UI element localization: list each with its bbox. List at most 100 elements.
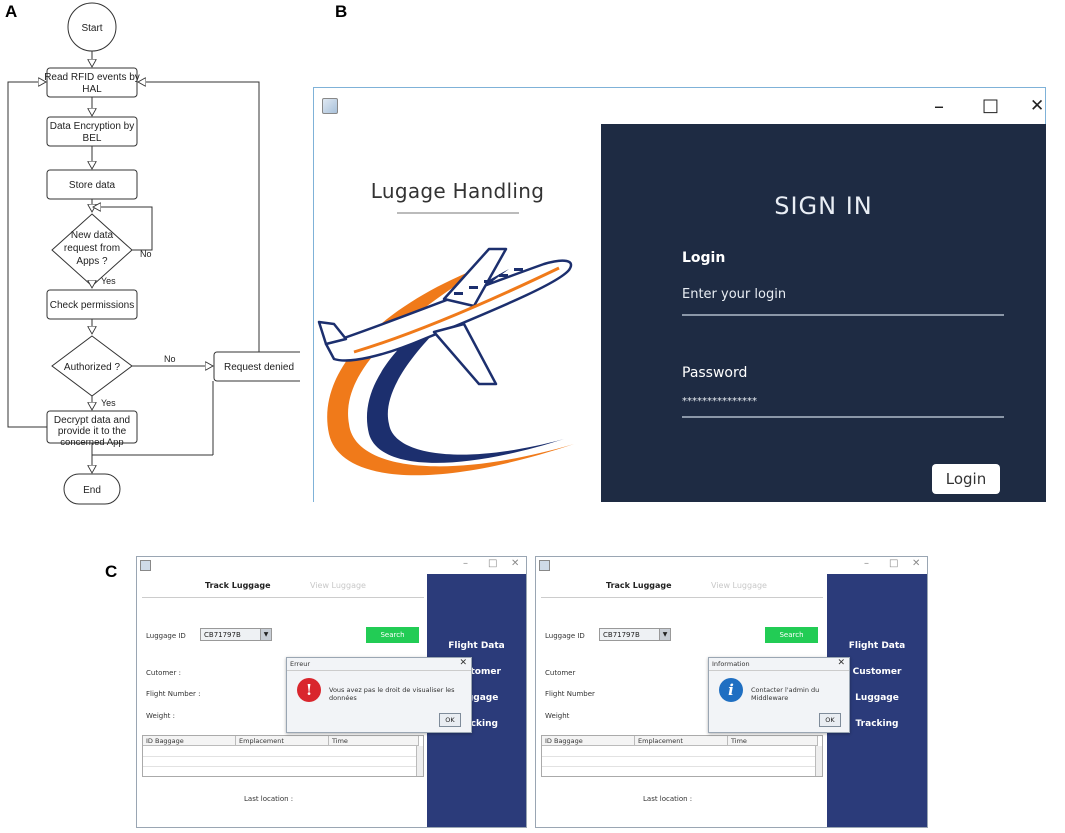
panel-letter-c: C [105, 562, 118, 581]
yes-label-1: Yes [101, 276, 116, 286]
customer-label: Cutomer [545, 669, 576, 677]
luggage-id-label: Luggage ID [545, 632, 585, 640]
customer-label: Cutomer : [146, 669, 181, 677]
read-rfid-label-1: Read RFID events by [44, 72, 140, 83]
login-window: – □ ✕ Lugage Handling [313, 87, 1046, 502]
info-icon: i [719, 678, 743, 702]
dialog-divider [709, 670, 849, 671]
weight-label: Weight [545, 712, 570, 720]
close-icon[interactable]: ✕ [511, 558, 520, 569]
close-icon[interactable]: ✕ [1030, 96, 1045, 116]
yes-label-2: Yes [101, 398, 116, 408]
sidebar-item-customer[interactable]: Customer [452, 667, 501, 677]
dialog-title: Erreur [290, 660, 310, 668]
read-rfid-label-2: HAL [82, 84, 102, 95]
col-time: Time [728, 736, 818, 746]
weight-label: Weight : [146, 712, 175, 720]
tracking-table: ID Baggage Emplacement Time [541, 735, 823, 777]
password-input[interactable]: *************** [682, 396, 757, 407]
error-icon: ! [297, 678, 321, 702]
tab-track-luggage[interactable]: Track Luggage [606, 581, 672, 590]
luggage-id-label: Luggage ID [146, 632, 186, 640]
table-row [542, 766, 817, 767]
dialog-message: Contacter l'admin du Middleware [751, 686, 820, 702]
end-label: End [83, 485, 101, 496]
chevron-down-icon[interactable]: ▼ [659, 629, 670, 640]
table-row [143, 766, 418, 767]
luggage-id-value: CB71797B [603, 631, 640, 639]
maximize-icon[interactable]: □ [889, 558, 899, 569]
sidebar-item-tracking[interactable]: Tracking [855, 719, 899, 729]
ok-button[interactable]: OK [439, 713, 461, 727]
tab-view-luggage[interactable]: View Luggage [310, 581, 366, 590]
login-input[interactable]: Enter your login [682, 287, 787, 302]
decrypt-label-1: Decrypt data and [54, 415, 130, 426]
check-permissions-label: Check permissions [50, 300, 134, 311]
sidebar-item-luggage[interactable]: Luggage [855, 693, 899, 703]
flowchart: Start Read RFID events by HAL Data Encry… [7, 2, 300, 505]
ok-button[interactable]: OK [819, 713, 841, 727]
flight-number-label: Flight Number : [146, 690, 201, 698]
brand-title: Lugage Handling [370, 179, 545, 203]
table-row [143, 756, 418, 757]
java-app-icon [322, 98, 338, 114]
decrypt-label-3: concerned App [60, 437, 123, 448]
search-button[interactable]: Search [366, 627, 419, 643]
tab-track-luggage[interactable]: Track Luggage [205, 581, 271, 590]
decrypt-label-2: provide it to the [58, 426, 127, 437]
dialog-title: Information [712, 660, 750, 668]
error-dialog: Erreur ✕ ! Vous avez pas le droit de vis… [286, 657, 472, 733]
luggage-id-select[interactable]: CB71797B ▼ [200, 628, 272, 641]
col-emplacement: Emplacement [635, 736, 728, 746]
close-icon[interactable]: ✕ [459, 658, 467, 668]
sidebar-item-tracking[interactable]: Tracking [455, 719, 498, 729]
table-scrollbar[interactable] [815, 746, 822, 776]
login-button[interactable]: Login [932, 464, 1000, 494]
dialog-divider [287, 670, 471, 671]
authorized-label: Authorized ? [64, 362, 121, 373]
minimize-icon[interactable]: – [934, 94, 944, 118]
col-emplacement: Emplacement [236, 736, 329, 746]
maximize-icon[interactable]: □ [488, 558, 498, 569]
chevron-down-icon[interactable]: ▼ [260, 629, 271, 640]
luggage-id-value: CB71797B [204, 631, 241, 639]
title-bar: – □ ✕ [314, 88, 1045, 124]
sign-in-heading: SIGN IN [774, 192, 873, 220]
maximize-icon[interactable]: □ [982, 95, 1000, 116]
encryption-label-2: BEL [83, 133, 102, 144]
airplane-logo-icon [317, 247, 574, 476]
table-row [542, 756, 817, 757]
last-location-label: Last location : [244, 795, 294, 803]
no-label-2: No [164, 354, 176, 364]
tab-view-luggage[interactable]: View Luggage [711, 581, 767, 590]
table-scrollbar[interactable] [416, 746, 423, 776]
sidebar-item-flight-data[interactable]: Flight Data [848, 641, 906, 651]
tab-divider [142, 597, 424, 598]
java-app-icon [140, 560, 151, 571]
sign-in-panel: SIGN IN Login Enter your login Password … [601, 124, 1046, 502]
password-label: Password [682, 365, 748, 381]
tracking-table: ID Baggage Emplacement Time [142, 735, 424, 777]
encryption-label-1: Data Encryption by [50, 121, 135, 132]
luggage-id-select[interactable]: CB71797B ▼ [599, 628, 671, 641]
close-icon[interactable]: ✕ [912, 558, 921, 569]
minimize-icon[interactable]: – [864, 558, 869, 569]
tracking-window-2: – □ ✕ Track Luggage View Luggage Luggage… [535, 556, 928, 828]
title-bar: – □ ✕ [536, 557, 927, 573]
information-dialog: Information ✕ i Contacter l'admin du Mid… [708, 657, 850, 733]
last-location-label: Last location : [643, 795, 693, 803]
col-time: Time [329, 736, 419, 746]
login-label: Login [682, 250, 726, 266]
minimize-icon[interactable]: – [463, 558, 468, 569]
tab-divider [541, 597, 823, 598]
sidebar-item-flight-data[interactable]: Flight Data [448, 641, 505, 651]
no-label-1: No [140, 249, 152, 259]
close-icon[interactable]: ✕ [837, 658, 845, 668]
search-button[interactable]: Search [765, 627, 818, 643]
end-node [63, 473, 121, 505]
sidebar-item-customer[interactable]: Customer [852, 667, 902, 677]
sidebar-item-luggage[interactable]: Luggage [454, 693, 499, 703]
flight-number-label: Flight Number [545, 690, 595, 698]
brand-panel: Lugage Handling [314, 124, 601, 502]
request-denied-label: Request denied [224, 362, 294, 373]
